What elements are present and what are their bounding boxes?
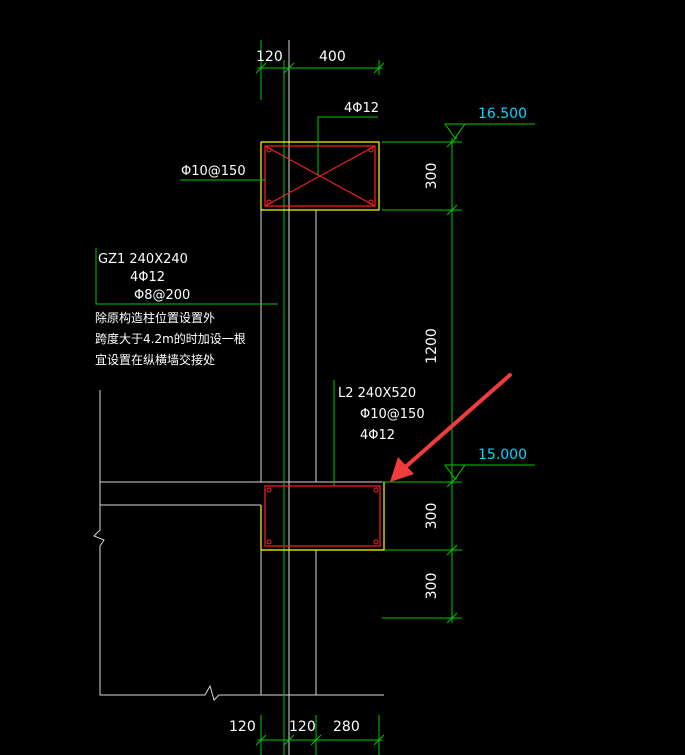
top-dim-tick-left xyxy=(255,62,267,74)
top-beam-outline xyxy=(260,141,380,211)
top-beam-stirrup xyxy=(264,145,376,207)
column-note-line4: 除原构造柱位置设置外 xyxy=(95,310,215,325)
l2-rebar-dot-tl xyxy=(266,487,272,493)
dim-bottom-right: 280 xyxy=(333,719,360,735)
right-tick-1 xyxy=(446,136,458,148)
bottom-dimension xyxy=(255,715,385,755)
annotation-arrow-icon xyxy=(390,373,512,482)
dim-top-right: 400 xyxy=(319,49,346,65)
dim-below-height: 300 xyxy=(424,573,440,600)
elev-bottom-triangle xyxy=(444,464,466,480)
dim-beam-bottom-height: 300 xyxy=(424,503,440,530)
l2-rebar-dot-tr xyxy=(373,487,379,493)
beam-note-line1: L2 240X520 xyxy=(338,386,416,401)
dim-span-height: 1200 xyxy=(424,328,440,364)
column-note-leader-line xyxy=(95,248,278,305)
column-note-line5: 跨度大于4.2m的时加设一根 xyxy=(95,331,246,346)
rebar-dot-tl xyxy=(266,147,272,153)
bottom-tick-4 xyxy=(373,734,385,746)
top-dimension xyxy=(255,40,385,100)
dim-bottom-left: 120 xyxy=(229,719,256,735)
top-beam-section xyxy=(260,141,380,211)
wall-lines xyxy=(93,210,384,701)
bottom-tick-2 xyxy=(283,734,295,746)
top-beam-stirrup-label: Φ10@150 xyxy=(181,164,246,179)
column-note-leader xyxy=(95,248,278,305)
dim-top-left: 120 xyxy=(256,49,283,65)
elev-top-triangle xyxy=(444,123,466,139)
top-dim-tick-mid xyxy=(283,62,295,74)
top-beam-rebar-label: 4Φ12 xyxy=(344,101,379,116)
lower-beam-outline xyxy=(260,482,385,551)
column-note-line3: Φ8@200 xyxy=(134,288,190,303)
elevation-marker-bottom xyxy=(444,464,535,480)
lower-beam-section xyxy=(260,482,385,551)
rebar-dot-bl xyxy=(266,199,272,205)
l2-rebar-dot-br xyxy=(373,539,379,545)
beam-note-line3: 4Φ12 xyxy=(360,428,395,443)
dim-bottom-mid: 120 xyxy=(289,719,316,735)
right-tick-2 xyxy=(446,204,458,216)
right-tick-5 xyxy=(446,612,458,624)
rebar-dot-tr xyxy=(368,147,374,153)
beam-note-line2: Φ10@150 xyxy=(360,407,425,422)
column-note-line1: GZ1 240X240 xyxy=(98,252,188,267)
rebar-dot-br xyxy=(368,199,374,205)
top-dim-tick-right xyxy=(373,62,385,74)
right-dimensions xyxy=(382,136,462,624)
wall-break-outline xyxy=(93,390,384,701)
elevation-top-label: 16.500 xyxy=(478,106,527,122)
bottom-tick-1 xyxy=(255,734,267,746)
column-note-line2: 4Φ12 xyxy=(130,270,165,285)
bottom-tick-3 xyxy=(310,734,322,746)
elevation-marker-top xyxy=(444,123,535,139)
lower-beam-stirrup xyxy=(264,485,381,547)
rebar-leader xyxy=(317,116,378,175)
right-tick-4 xyxy=(446,544,458,556)
l2-rebar-dot-bl xyxy=(266,539,272,545)
elevation-bottom-label: 15.000 xyxy=(478,447,527,463)
top-beam-leaders xyxy=(180,116,378,181)
dim-beam-top-height: 300 xyxy=(424,163,440,190)
top-beam-cross-2 xyxy=(264,145,376,207)
column-note-line6: 宜设置在纵横墙交接处 xyxy=(95,352,215,367)
